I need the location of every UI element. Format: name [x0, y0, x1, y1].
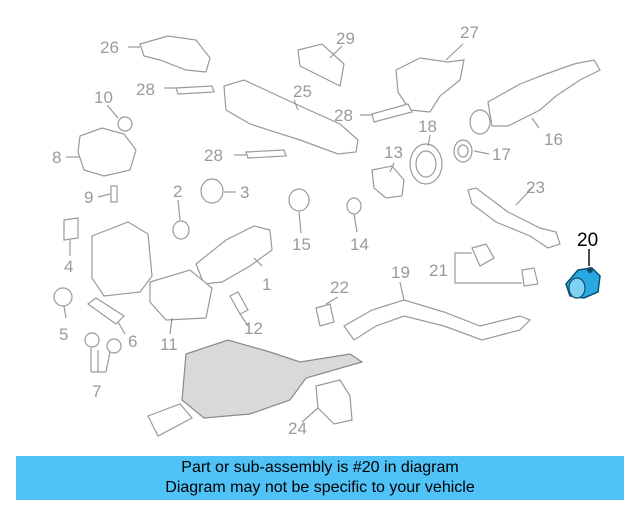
- callout-4[interactable]: 4: [64, 257, 73, 276]
- part-28a-strip: [175, 85, 215, 95]
- part-29-bracket: [297, 43, 345, 87]
- callout-26[interactable]: 26: [100, 38, 119, 57]
- part-10-nut: [117, 116, 133, 132]
- callout-15[interactable]: 15: [292, 235, 311, 254]
- exhaust-parts-diagram: 26 28 29 27 25 10 28 16 18 17 13 28 8 9 …: [52, 23, 601, 438]
- part-3-gasket: [200, 178, 224, 204]
- banner-line-2: Diagram may not be specific to your vehi…: [165, 479, 475, 496]
- callout-22[interactable]: 22: [330, 278, 349, 297]
- part-9-stud: [110, 185, 118, 203]
- part-2-gasket: [172, 220, 190, 240]
- part-26-heat-shield: [139, 35, 211, 73]
- part-27-shield: [395, 57, 465, 113]
- part-6-gasket: [86, 297, 125, 325]
- callout-25[interactable]: 25: [293, 82, 312, 101]
- part-21a-hanger: [471, 243, 495, 267]
- part-20-clamp-ring: [568, 277, 586, 299]
- callout-11[interactable]: 11: [160, 335, 178, 354]
- part-5-nut: [53, 287, 73, 307]
- callout-6[interactable]: 6: [128, 332, 137, 351]
- part-7a-bushing: [84, 332, 100, 348]
- part-1-converter: [195, 225, 273, 285]
- callout-9[interactable]: 9: [84, 188, 93, 207]
- callout-24[interactable]: 24: [288, 419, 307, 438]
- part-4-clip: [63, 217, 79, 241]
- info-banner: Part or sub-assembly is #20 in diagram D…: [16, 456, 624, 500]
- callout-labels: 26 28 29 27 25 10 28 16 18 17 13 28 8 9 …: [52, 23, 598, 438]
- part-22-bracket: [315, 303, 335, 327]
- callout-29[interactable]: 29: [336, 29, 355, 48]
- callout-3[interactable]: 3: [240, 183, 249, 202]
- callout-2[interactable]: 2: [173, 182, 182, 201]
- part-25-heat-shield: [223, 79, 359, 155]
- part-8-mount: [77, 127, 137, 177]
- part-15-gasket: [288, 188, 310, 212]
- part-11-pipe: [149, 269, 213, 321]
- callout-7[interactable]: 7: [92, 382, 101, 401]
- part-16-converter: [487, 59, 601, 127]
- callout-16[interactable]: 16: [544, 130, 563, 149]
- part-17-gasket-hole: [457, 144, 469, 158]
- part-24-bracket: [315, 379, 353, 425]
- callout-14[interactable]: 14: [350, 235, 369, 254]
- callout-23[interactable]: 23: [526, 178, 545, 197]
- part-28b-strip: [371, 103, 413, 123]
- part-12-bolt: [229, 291, 249, 315]
- callout-28-upper[interactable]: 28: [136, 80, 155, 99]
- callout-17[interactable]: 17: [492, 145, 511, 164]
- callout-5[interactable]: 5: [59, 325, 68, 344]
- part-19-pipe: [343, 299, 532, 341]
- leader-lines: [63, 43, 590, 423]
- callout-28-lower[interactable]: 28: [204, 146, 223, 165]
- callout-20[interactable]: 20: [577, 230, 598, 251]
- callout-18[interactable]: 18: [418, 117, 437, 136]
- part-20-clamp[interactable]: [565, 267, 601, 299]
- callout-12[interactable]: 12: [244, 319, 263, 338]
- banner-line-1: Part or sub-assembly is #20 in diagram: [181, 459, 459, 476]
- part-20-clamp-bolt: [587, 267, 593, 273]
- callout-13[interactable]: 13: [384, 143, 403, 162]
- callout-28-mid[interactable]: 28: [334, 106, 353, 125]
- part-13-hanger: [371, 165, 405, 199]
- part-23-bracket: [467, 187, 561, 249]
- callout-21[interactable]: 21: [429, 261, 448, 280]
- part-tailpipes: [147, 403, 193, 437]
- part-14-gasket: [346, 197, 362, 215]
- callout-1[interactable]: 1: [262, 275, 271, 294]
- part-18-clamp-inner: [415, 150, 437, 178]
- part-7b-bushing: [106, 338, 122, 354]
- part-muffler: [181, 339, 364, 419]
- callout-27[interactable]: 27: [460, 23, 479, 42]
- callout-10[interactable]: 10: [94, 88, 113, 107]
- part-21b-hanger: [521, 267, 539, 287]
- part-manifold: [91, 221, 153, 297]
- part-16-flange: [469, 109, 491, 135]
- part-28c-strip: [245, 149, 287, 159]
- callout-19[interactable]: 19: [391, 263, 410, 282]
- callout-8[interactable]: 8: [52, 148, 61, 167]
